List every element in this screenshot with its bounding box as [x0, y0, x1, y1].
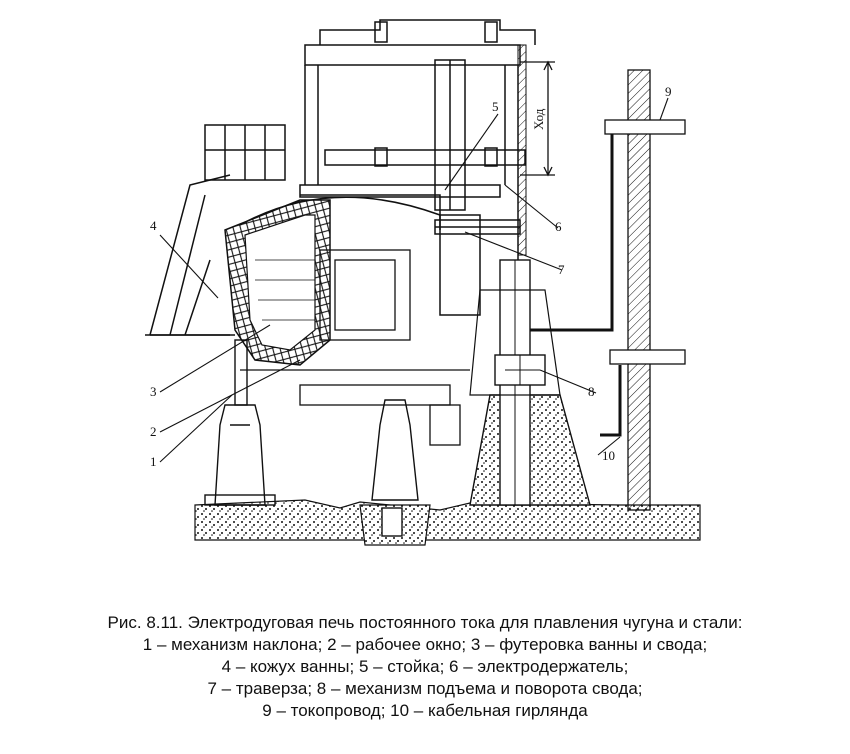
callout-5: 5 — [492, 99, 499, 114]
figure-caption: Рис. 8.11. Электродуговая печь постоянно… — [0, 612, 850, 722]
callout-3: 3 — [150, 384, 157, 399]
stroke-label: Ход — [531, 108, 546, 130]
support-middle — [359, 399, 431, 546]
callout-2: 2 — [150, 424, 157, 439]
support-left — [204, 339, 276, 506]
callout-4: 4 — [150, 218, 157, 233]
bath-lining — [224, 199, 331, 366]
lower-machinery — [240, 249, 470, 446]
furnace-drawing: Ход — [145, 19, 701, 546]
support-right — [469, 259, 591, 506]
callout-8: 8 — [588, 384, 595, 399]
building-column — [530, 69, 686, 511]
mast-frame — [304, 19, 536, 260]
caption-title: Рис. 8.11. Электродуговая печь постоянно… — [107, 613, 743, 632]
furnace-svg: Ход — [145, 19, 701, 546]
traverse — [434, 219, 521, 235]
caption-line-3: 7 – траверза; 8 – механизм подъема и пов… — [207, 679, 643, 698]
callout-10: 10 — [602, 448, 615, 463]
top-left-box — [204, 124, 286, 181]
caption-line-2: 4 – кожух ванны; 5 – стойка; 6 – электро… — [221, 657, 629, 676]
callout-9: 9 — [665, 84, 672, 99]
caption-line-1: 1 – механизм наклона; 2 – рабочее окно; … — [142, 635, 708, 654]
electrode-column — [434, 59, 481, 316]
leader-lines — [159, 97, 669, 463]
ground — [194, 499, 701, 541]
callout-1: 1 — [150, 454, 157, 469]
callout-6: 6 — [555, 219, 562, 234]
callout-7: 7 — [558, 262, 565, 277]
tilt-frame — [145, 174, 235, 336]
cable-carrier — [517, 44, 527, 256]
caption-line-4: 9 – токопровод; 10 – кабельная гирлянда — [262, 701, 588, 720]
